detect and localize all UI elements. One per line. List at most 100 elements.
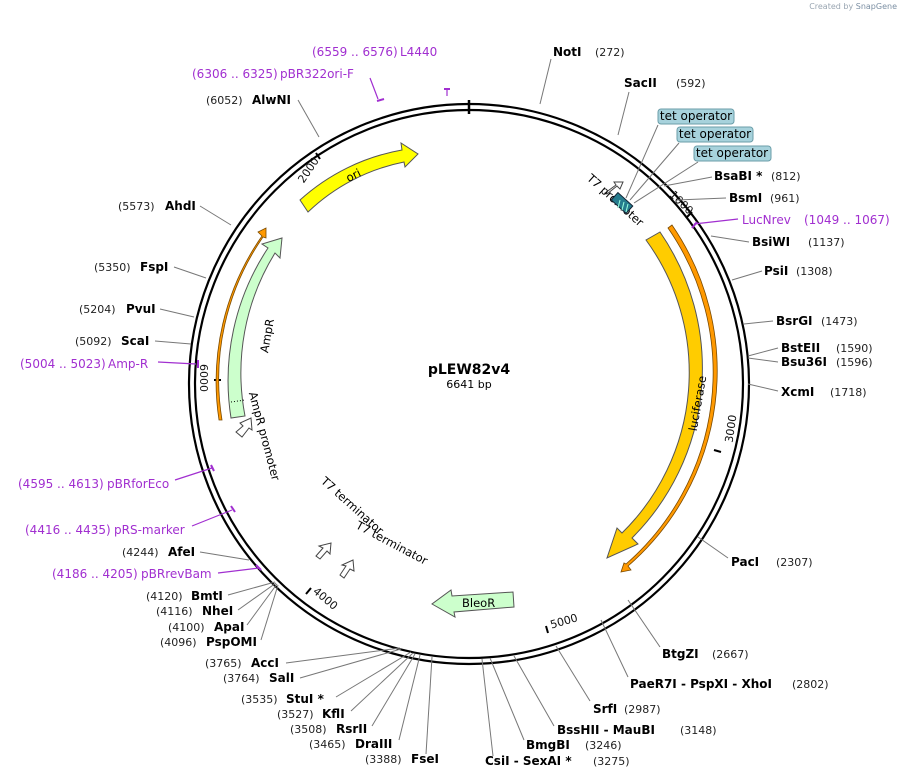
ampr-promoter-label: AmpR promoter: [246, 390, 283, 482]
enzyme-site-scai[interactable]: (5092) ScaI: [75, 334, 149, 348]
svg-text:L4440: L4440: [400, 45, 437, 59]
enzyme-site-rsrii[interactable]: (3508)RsrII: [290, 722, 367, 736]
svg-text:BstEII: BstEII: [781, 341, 820, 355]
svg-text:AfeI: AfeI: [168, 545, 195, 559]
enzyme-site-ahdi[interactable]: (5573)AhdI: [118, 199, 196, 213]
svg-text:FspI: FspI: [140, 260, 168, 274]
primer-prs-marker[interactable]: (4416 .. 4435)pRS-marker: [25, 523, 185, 537]
primer-lucnrev[interactable]: LucNrev(1049 .. 1067): [742, 213, 890, 227]
svg-text:BsaBI *: BsaBI *: [714, 169, 763, 183]
enzyme-site-afei[interactable]: (4244)AfeI: [122, 545, 195, 559]
svg-text:FseI: FseI: [411, 752, 439, 766]
enzyme-site-stui[interactable]: (3535) StuI *: [241, 692, 325, 706]
primer-pbrrevbam[interactable]: (4186 .. 4205)pBRrevBam: [52, 567, 212, 581]
tet-operator-labels: tet operator tet operator tet operator: [625, 108, 772, 204]
ampr-arrow: [227, 237, 283, 419]
svg-text:(6306 .. 6325): (6306 .. 6325): [192, 67, 278, 81]
feature-tet-operator-block[interactable]: [610, 191, 634, 215]
t7-promoter-arrow: [604, 181, 624, 195]
snapgene-credit: Created by SnapGene: [809, 2, 897, 11]
enzyme-site-btgzi[interactable]: BtgZI(2667): [662, 647, 749, 661]
svg-text:CsiI - SexAI *: CsiI - SexAI *: [485, 754, 572, 768]
svg-text:BtgZI: BtgZI: [662, 647, 699, 661]
svg-text:(1137): (1137): [808, 236, 845, 249]
svg-text:pBRforEco: pBRforEco: [107, 477, 169, 491]
enzyme-site-sacii[interactable]: SacII(592): [624, 76, 706, 90]
enzyme-site-kfli[interactable]: (3527)KflI: [277, 707, 345, 721]
ori-label: ori: [343, 166, 363, 185]
enzyme-site-sali[interactable]: (3764)SalI: [223, 671, 294, 685]
enzyme-site-bsabi[interactable]: BsaBI *(812): [714, 169, 801, 183]
enzyme-site-pspomi[interactable]: (4096)PspOMI: [160, 635, 257, 649]
ampr-promoter-arrow: [235, 417, 253, 438]
scale-ticks: 1000 3000 5000 4000 6000 2000: [197, 152, 739, 634]
plasmid-size: 6641 bp: [446, 378, 491, 391]
enzyme-site-pvui[interactable]: (5204)PvuI: [79, 302, 156, 316]
feature-ori[interactable]: ori: [299, 141, 419, 213]
primer-labels: (6559 .. 6576)L4440 (6306 .. 6325)pBR322…: [18, 45, 890, 581]
svg-text:(4416 .. 4435): (4416 .. 4435): [25, 523, 111, 537]
enzyme-site-bsrgi[interactable]: BsrGI(1473): [776, 314, 858, 328]
credit-brand: SnapGene: [855, 2, 897, 11]
svg-text:(3148): (3148): [680, 724, 717, 737]
svg-text:(3275): (3275): [593, 755, 630, 768]
primer-amp-r[interactable]: (5004 .. 5023)Amp-R: [20, 357, 148, 371]
tet-operator-box-1[interactable]: [657, 108, 735, 125]
enzyme-site-noti[interactable]: NotI(272): [553, 45, 625, 59]
enzyme-site-srfi[interactable]: SrfI(2987): [593, 702, 661, 716]
svg-text:pBRrevBam: pBRrevBam: [141, 567, 212, 581]
enzyme-site-bmgbi[interactable]: BmgBI(3246): [526, 738, 622, 752]
svg-text:PaeR7I - PspXI - XhoI: PaeR7I - PspXI - XhoI: [630, 677, 772, 691]
enzyme-site-alwni[interactable]: (6052)AlwNI: [206, 93, 291, 107]
enzyme-site-bsu36i[interactable]: Bsu36I(1596): [781, 355, 873, 369]
enzyme-site-bsteii[interactable]: BstEII(1590): [781, 341, 873, 355]
enzyme-labels-right: NotI(272) SacII(592) BsaBI *(812) BsmI(9…: [481, 45, 873, 768]
enzyme-site-acci[interactable]: (3765)AccI: [205, 656, 279, 670]
svg-text:(5004 .. 5023): (5004 .. 5023): [20, 357, 106, 371]
tet-operator-box-2[interactable]: [676, 126, 754, 143]
svg-text:(3535): (3535): [241, 693, 278, 706]
feature-ampr[interactable]: AmpR: [215, 227, 283, 421]
primer-pbrforeco[interactable]: (4595 .. 4613)pBRforEco: [18, 477, 169, 491]
svg-text:BsrGI: BsrGI: [776, 314, 813, 328]
svg-text:BssHII - MauBI: BssHII - MauBI: [557, 723, 655, 737]
enzyme-site-apai[interactable]: (4100)ApaI: [168, 620, 244, 634]
enzyme-site-draiii[interactable]: (3465)DraIII: [309, 737, 392, 751]
enzyme-site-bsiwi[interactable]: BsiWI(1137): [752, 235, 845, 249]
svg-text:(3527): (3527): [277, 708, 314, 721]
enzyme-site-csii-sexai[interactable]: CsiI - SexAI * (3275): [485, 754, 630, 768]
enzyme-site-bmti[interactable]: (4120)BmtI: [146, 589, 223, 603]
enzyme-site-paci[interactable]: PacI(2307): [731, 555, 813, 569]
tet-operator-box-3[interactable]: [693, 145, 772, 162]
svg-text:(3246): (3246): [585, 739, 622, 752]
enzyme-site-fspi[interactable]: (5350) FspI: [94, 260, 168, 274]
enzyme-labels-left: (6052)AlwNI (5573)AhdI (5350) FspI (5204)…: [75, 93, 439, 766]
feature-bleor[interactable]: BleoR: [431, 589, 515, 618]
tick-label-3000: 5000: [549, 611, 579, 631]
svg-text:BsmI: BsmI: [729, 191, 762, 205]
luciferase-arrow: [606, 231, 703, 559]
ampr-primer-arrow: [215, 227, 267, 421]
enzyme-site-psii[interactable]: PsiI(1308): [764, 264, 833, 278]
enzyme-site-xcmi[interactable]: XcmI(1718): [781, 385, 867, 399]
svg-text:ScaI: ScaI: [121, 334, 149, 348]
primer-pbr322ori-f[interactable]: (6306 .. 6325)pBR322ori-F: [192, 67, 354, 81]
svg-text:(6559 .. 6576): (6559 .. 6576): [312, 45, 398, 59]
enzyme-site-paer7i-pspxi-xhoi[interactable]: PaeR7I - PspXI - XhoI(2802): [630, 677, 829, 691]
enzyme-site-fsei[interactable]: (3388)FseI: [365, 752, 439, 766]
enzyme-site-bsmi[interactable]: BsmI(961): [729, 191, 800, 205]
ori-arrow: [299, 141, 419, 213]
svg-text:StuI *: StuI *: [286, 692, 325, 706]
enzyme-site-bsshii-maubi[interactable]: BssHII - MauBI (3148): [557, 723, 717, 737]
svg-text:(5350): (5350): [94, 261, 131, 274]
svg-text:(3764): (3764): [223, 672, 260, 685]
primer-l4440[interactable]: (6559 .. 6576)L4440: [312, 45, 437, 59]
feature-luciferase[interactable]: luciferase: [606, 224, 718, 573]
svg-text:(4186 .. 4205): (4186 .. 4205): [52, 567, 138, 581]
svg-text:(4120): (4120): [146, 590, 183, 603]
svg-text:pBR322ori-F: pBR322ori-F: [280, 67, 354, 81]
tick-label-5000: 6000: [197, 364, 210, 392]
svg-text:(5092): (5092): [75, 335, 112, 348]
feature-t7-terminator-1[interactable]: T7 terminator: [315, 473, 387, 560]
enzyme-site-nhei[interactable]: (4116)NheI: [156, 604, 233, 618]
